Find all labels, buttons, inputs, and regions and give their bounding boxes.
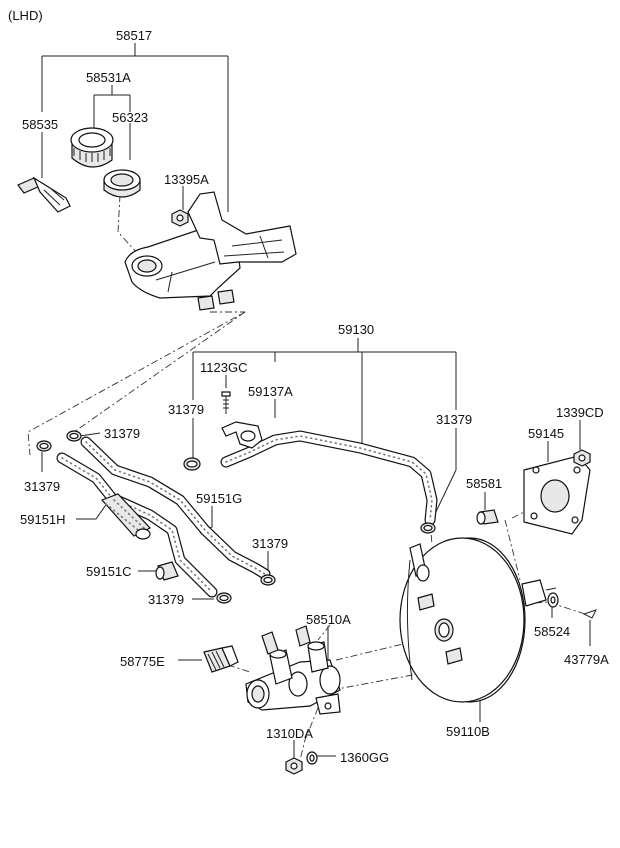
label-13395a: 13395A [164,172,209,187]
label-31379-booster: 31379 [436,412,473,427]
variant-label: (LHD) [8,8,43,23]
label-59137a: 59137A [248,384,293,399]
label-59151g: 59151G [196,491,243,506]
screw-1123gc [221,391,231,414]
nut-1339cd [573,449,591,467]
label-58531a: 58531A [86,70,131,85]
washer-1360gg [306,751,318,765]
clip-mid [183,457,201,471]
label-59110b: 59110B [446,724,490,739]
level-sensor [17,176,71,213]
label-59145: 59145 [528,426,565,441]
reservoir-strainer [103,169,141,198]
clip-left-1 [36,440,52,452]
reservoir-tank [124,191,297,311]
reservoir-cap [70,127,114,168]
hose-bracket-59137a [221,421,263,449]
label-59130: 59130 [338,322,375,337]
clip-43779a [582,609,597,619]
clip-booster [420,522,436,534]
vacuum-hose-59130 [220,430,438,526]
label-43779a: 43779A [564,652,609,667]
check-valve-58581 [476,509,499,525]
label-1123gc: 1123GC [200,360,248,375]
gasket-59145 [523,455,591,535]
label-58510a: 58510A [306,612,351,627]
label-1360gg: 1360GG [340,750,390,765]
label-56323: 56323 [112,110,149,125]
hose-59151h [56,452,218,598]
clip-left-2 [66,430,82,442]
assembly-lines [27,194,586,761]
fitting-58775e [203,645,239,673]
nut-1310da [285,757,303,775]
label-1310da: 1310DA [266,726,313,741]
washer-58524 [547,592,559,608]
connector-59151c [155,561,179,581]
bolt-13395a [171,209,189,227]
label-31379-left-bottom: 31379 [24,479,61,494]
label-58775e: 58775E [120,654,165,669]
master-cylinder [245,625,341,715]
label-1339cd: 1339CD [556,405,604,420]
label-59151h: 59151H [20,512,66,527]
clip-h-end [216,592,232,604]
hose-clips [36,430,436,604]
label-59151c: 59151C [86,564,132,579]
label-31379-mid: 31379 [168,402,205,417]
label-58581: 58581 [466,476,503,491]
brake-booster [399,537,557,703]
label-58517: 58517 [116,28,153,43]
label-58524: 58524 [534,624,571,639]
hose-59151g [80,436,271,580]
label-31379-left-top: 31379 [104,426,141,441]
hose-protector-sleeve [100,493,151,540]
clip-g-end [260,574,276,586]
label-31379-h-end: 31379 [148,592,185,607]
label-31379-g-end: 31379 [252,536,289,551]
label-58535: 58535 [22,117,59,132]
